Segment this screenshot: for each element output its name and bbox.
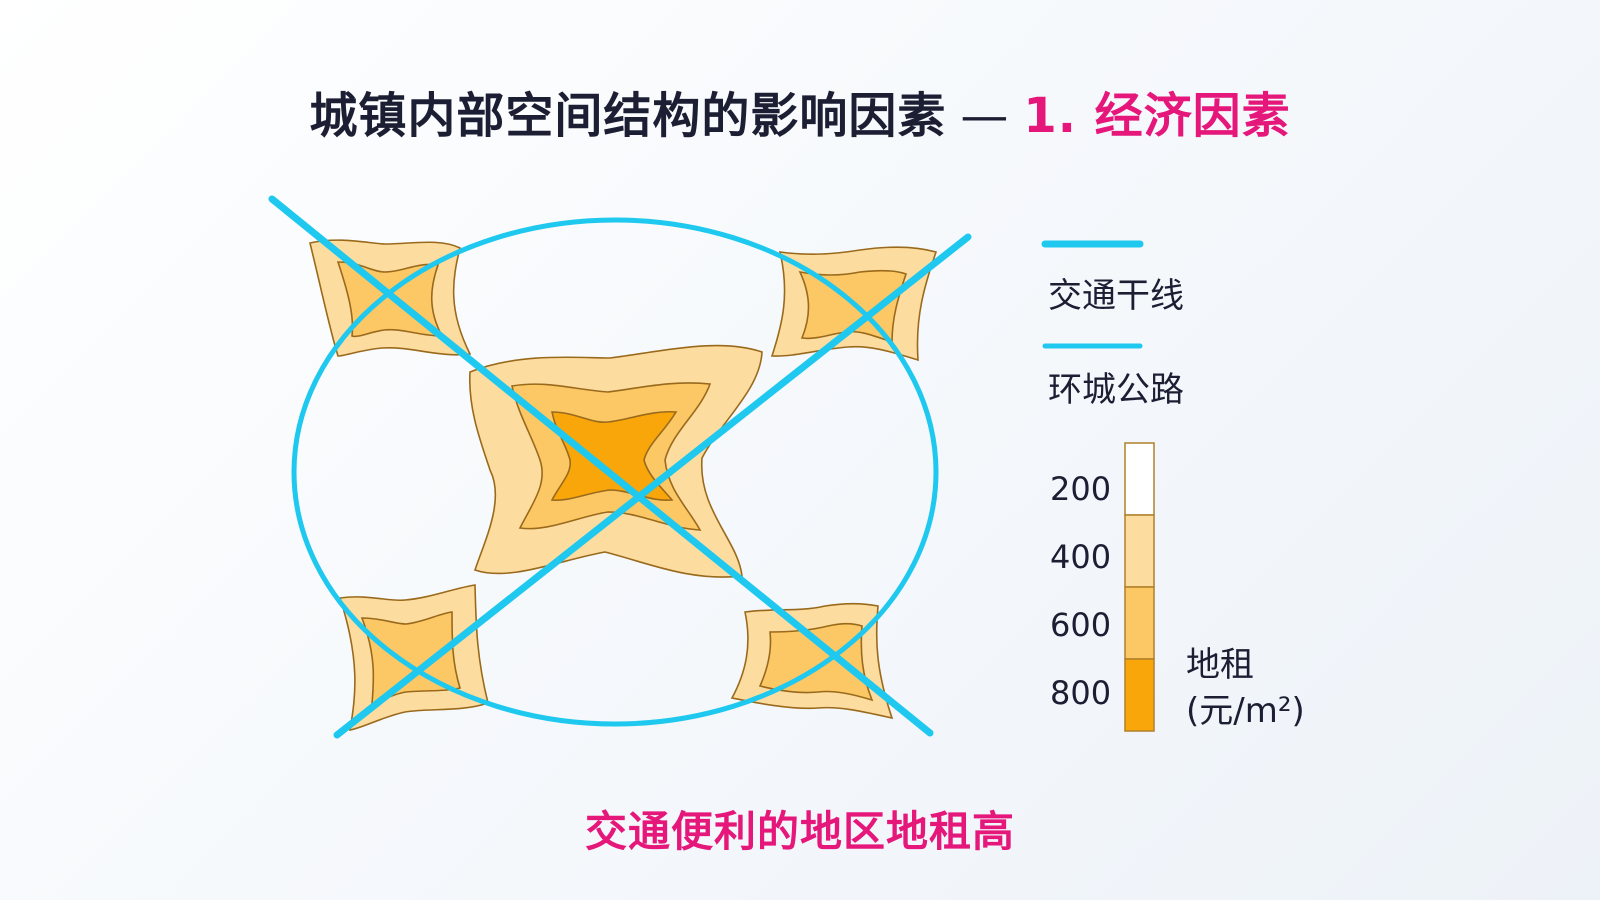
- legend-trunk-road-label: 交通干线: [1048, 276, 1184, 316]
- rent-tick-600: 600: [1050, 606, 1112, 644]
- center-rent-zone: [468, 344, 763, 578]
- page-title: 城镇内部空间结构的影响因素—1. 经济因素: [0, 76, 1600, 146]
- center-contour-inner: [550, 410, 678, 502]
- title-dash: —: [960, 88, 1010, 144]
- legend-ring-road-label: 环城公路: [1048, 370, 1184, 410]
- rent-tick-400: 400: [1050, 538, 1112, 576]
- rent-tick-800: 800: [1050, 674, 1112, 712]
- rent-swatch-600: [1124, 586, 1155, 660]
- rent-tick-200: 200: [1050, 470, 1112, 508]
- conclusion-text: 交通便利的地区地租高: [584, 807, 1015, 856]
- subcenter-bottom-left: [338, 584, 489, 731]
- rent-scale-title: 地租: [1186, 645, 1254, 685]
- subcenter-bottom-right-inner: [758, 622, 874, 702]
- rent-swatch-800: [1124, 658, 1155, 732]
- subcenter-bottom-left-inner: [360, 611, 462, 706]
- trunk-road-nw-se: [268, 195, 934, 737]
- title-main: 城镇内部空间结构的影响因素: [309, 88, 947, 144]
- rent-scale-unit: (元/m²): [1186, 691, 1305, 731]
- title-highlight: 1. 经济因素: [1023, 88, 1291, 144]
- rent-color-scale: [1124, 442, 1155, 732]
- rent-swatch-200: [1124, 442, 1155, 516]
- trunk-road-sw-ne: [333, 233, 972, 739]
- rent-swatch-400: [1124, 514, 1155, 588]
- ring-road: [291, 217, 939, 727]
